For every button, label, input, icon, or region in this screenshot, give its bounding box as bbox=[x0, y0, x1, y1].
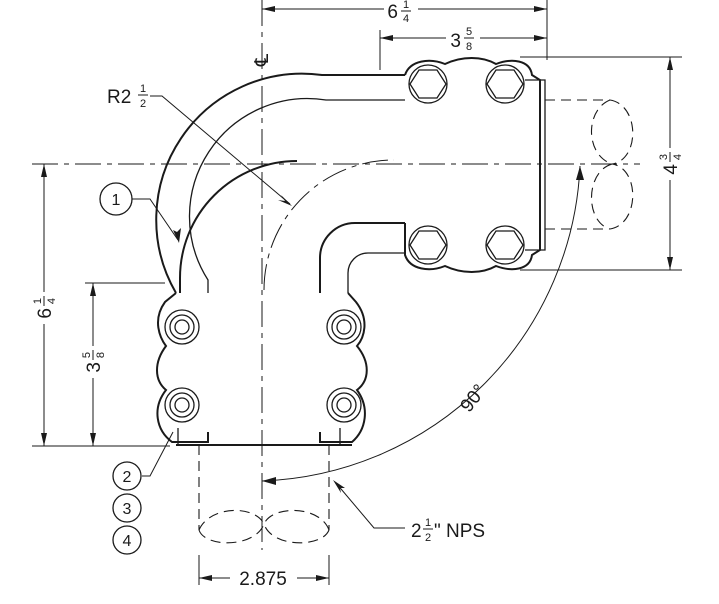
svg-text:1: 1 bbox=[140, 83, 146, 95]
svg-text:3: 3 bbox=[84, 362, 105, 373]
svg-text:4: 4 bbox=[403, 13, 409, 25]
dim-right-height-label: 4 3 4 bbox=[658, 148, 684, 180]
svg-text:5: 5 bbox=[81, 352, 93, 358]
leader-lines bbox=[132, 95, 405, 529]
bolts-bottom-flange bbox=[164, 309, 362, 423]
svg-text:2: 2 bbox=[123, 469, 132, 486]
extension-lines bbox=[32, 0, 682, 585]
svg-text:R2: R2 bbox=[107, 87, 131, 108]
dimension-lines bbox=[41, 6, 673, 581]
svg-text:8: 8 bbox=[466, 41, 472, 53]
balloons: 1 2 3 4 bbox=[99, 182, 142, 555]
svg-text:5: 5 bbox=[466, 26, 472, 38]
svg-text:1: 1 bbox=[403, 0, 409, 11]
dim-top-flange-label: 3 5 8 bbox=[446, 24, 480, 53]
nuts-right-flange bbox=[408, 64, 525, 265]
svg-text:3: 3 bbox=[450, 31, 461, 52]
balloon-2: 2 bbox=[112, 461, 142, 491]
elbow-body bbox=[155, 57, 546, 446]
svg-text:2: 2 bbox=[425, 532, 431, 544]
svg-text:2: 2 bbox=[140, 98, 146, 110]
hex-nut-icon bbox=[408, 64, 448, 104]
svg-text:2: 2 bbox=[411, 521, 422, 542]
dim-bottom-od-label: 2.875 bbox=[239, 569, 287, 590]
hex-nut-icon bbox=[485, 64, 525, 104]
svg-text:1: 1 bbox=[32, 298, 44, 304]
angle-label: 90° bbox=[457, 381, 491, 417]
phantom-pipe-bottom bbox=[198, 445, 330, 544]
dim-top-overall-label: 6 1 4 bbox=[384, 0, 418, 25]
svg-text:6: 6 bbox=[387, 2, 398, 23]
dim-left-overall-label: 6 1 4 bbox=[32, 292, 58, 324]
centerlines bbox=[32, 0, 640, 550]
bolt-icon bbox=[326, 309, 362, 345]
svg-text:4: 4 bbox=[672, 154, 684, 160]
svg-text:3: 3 bbox=[123, 501, 132, 518]
balloon-4: 4 bbox=[112, 525, 142, 555]
bolt-icon bbox=[326, 387, 362, 423]
balloon-1: 1 bbox=[99, 182, 133, 216]
centerline-symbol: ℄ bbox=[252, 53, 273, 67]
balloon-3: 3 bbox=[112, 493, 142, 523]
svg-text:4: 4 bbox=[123, 533, 132, 550]
svg-text:1: 1 bbox=[425, 517, 431, 529]
hex-nut-icon bbox=[408, 225, 448, 265]
svg-text:4: 4 bbox=[46, 298, 58, 304]
hex-nut-icon bbox=[485, 225, 525, 265]
bolt-icon bbox=[164, 387, 200, 423]
svg-text:" NPS: " NPS bbox=[434, 521, 485, 542]
dim-left-flange-label: 3 5 8 bbox=[81, 346, 107, 378]
svg-text:3: 3 bbox=[658, 154, 670, 160]
svg-text:6: 6 bbox=[35, 308, 56, 319]
bolt-icon bbox=[164, 309, 200, 345]
svg-text:8: 8 bbox=[95, 352, 107, 358]
pipe-size-label: 2 1 2 " NPS bbox=[411, 517, 485, 544]
radius-label: R2 1 2 bbox=[107, 83, 148, 110]
svg-text:1: 1 bbox=[112, 192, 121, 209]
svg-text:4: 4 bbox=[661, 164, 682, 175]
